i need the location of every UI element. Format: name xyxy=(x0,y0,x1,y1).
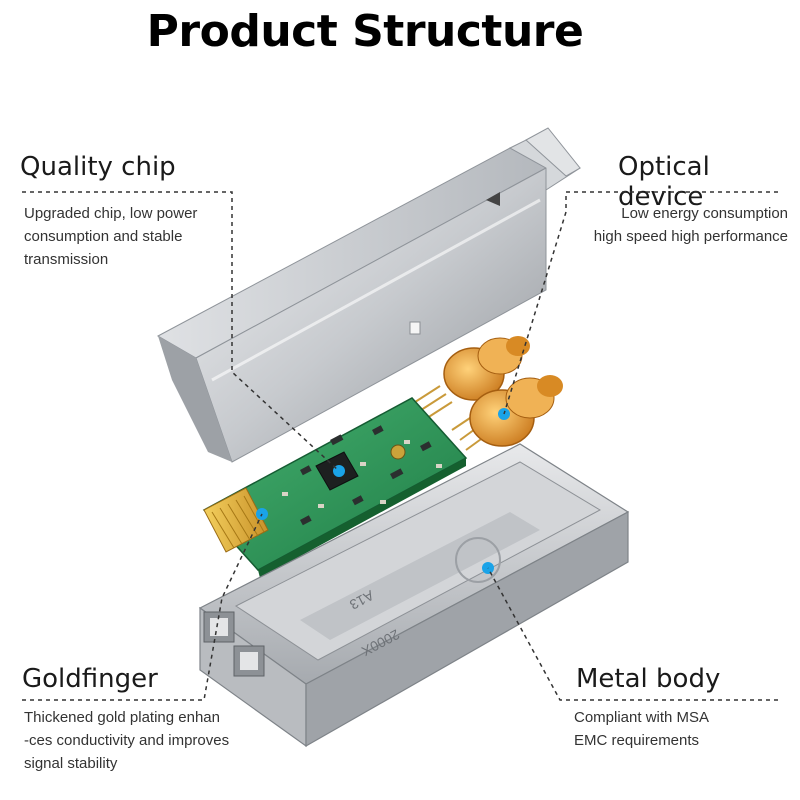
quality-chip-description: Upgraded chip, low power consumption and… xyxy=(24,205,198,268)
goldfinger-description: Thickened gold plating enhan -ces conduc… xyxy=(24,709,230,772)
metal-body-leader xyxy=(487,567,778,701)
goldfinger-heading: Goldfinger xyxy=(22,664,158,694)
metal-body-heading: Metal body xyxy=(576,664,721,694)
optical-device-heading: Optical device xyxy=(618,152,710,212)
leader-lines xyxy=(22,191,778,701)
metal-body: A13 2000X xyxy=(198,443,630,748)
quality-chip-leader xyxy=(22,191,340,472)
quality-chip-heading: Quality chip xyxy=(20,152,176,182)
optical-device-description: Low energy consumption high speed high p… xyxy=(593,205,788,245)
page-title: Product Structure xyxy=(146,6,584,57)
optical-device-leader xyxy=(503,191,778,415)
goldfinger-leader xyxy=(22,513,263,701)
metal-body-description: Compliant with MSA EMC requirements xyxy=(574,709,710,749)
metal-cover xyxy=(156,127,581,463)
pcb-board xyxy=(202,397,468,578)
